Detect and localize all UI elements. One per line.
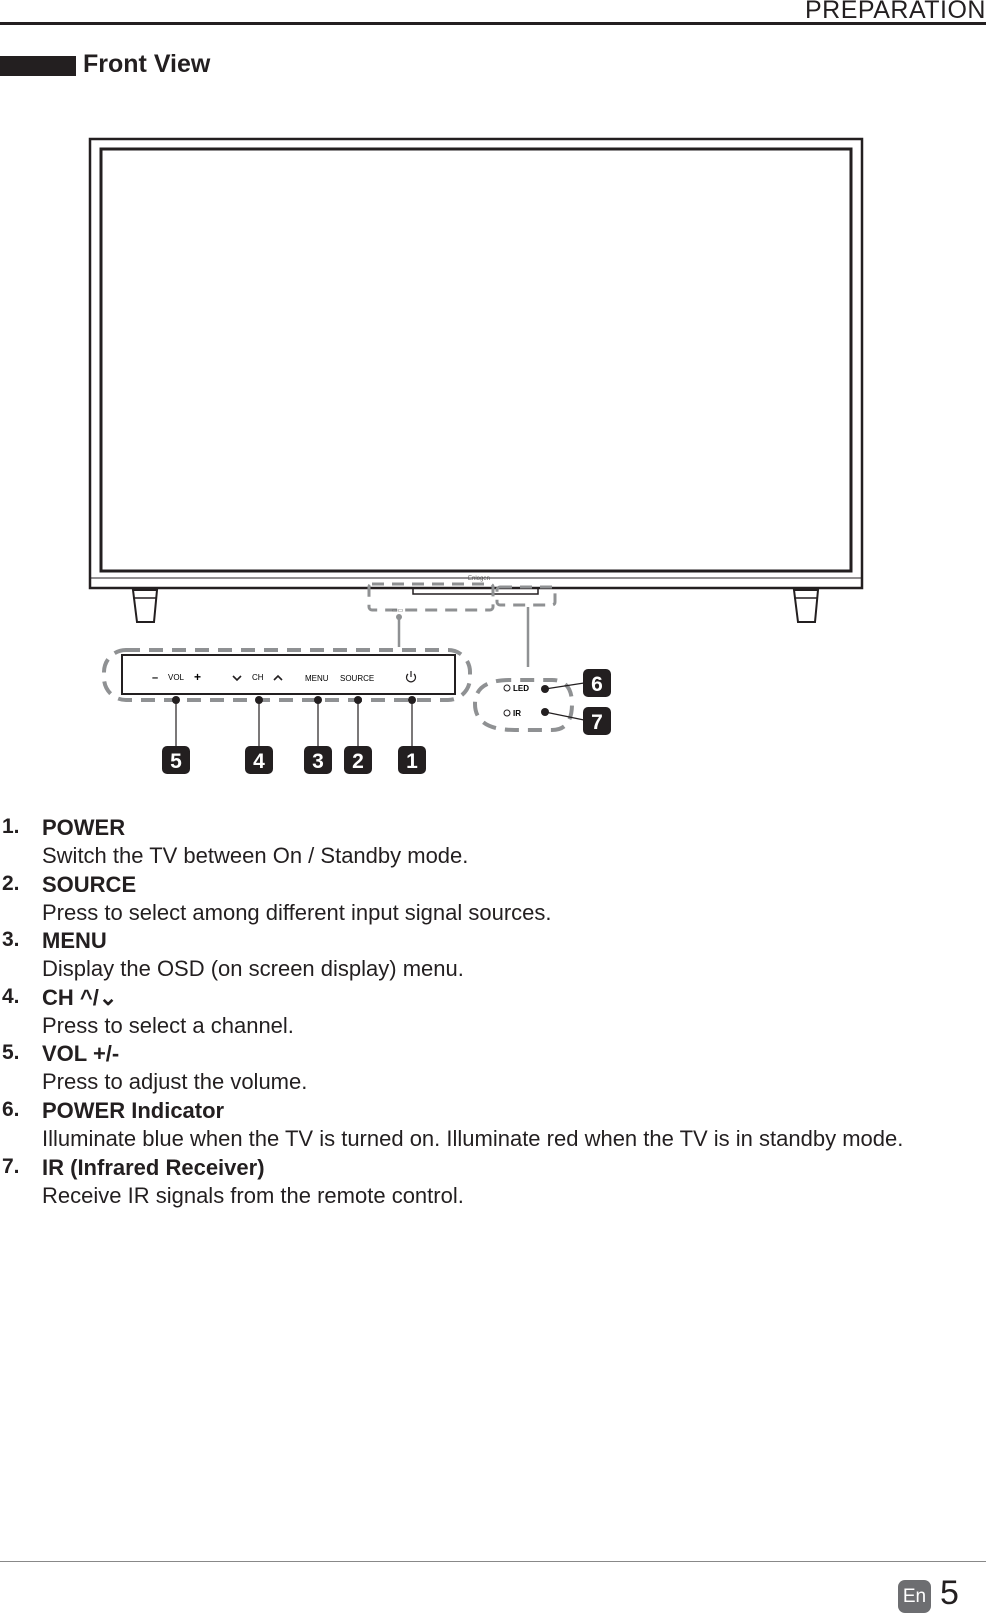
panel-label-plus: + — [194, 670, 201, 684]
svg-text:2: 2 — [352, 750, 364, 773]
callout-badge-6: 6 — [583, 669, 611, 697]
list-item: 3. MENU Display the OSD (on screen displ… — [0, 928, 986, 985]
panel-label-minus: – — [152, 672, 158, 684]
item-name: IR (Infrared Receiver) — [42, 1154, 265, 1180]
item-description: Switch the TV between On / Standby mode. — [42, 843, 469, 868]
callout-badge-3: 3 — [304, 746, 332, 774]
callout-badge-5: 5 — [162, 746, 190, 774]
list-item: 6. POWER Indicator Illuminate blue when … — [0, 1098, 986, 1155]
callout-badge-2: 2 — [344, 746, 372, 774]
callout-badge-7: 7 — [583, 707, 611, 735]
panel-label-led: LED — [513, 684, 529, 693]
feature-list: 1. POWER Switch the TV between On / Stan… — [0, 815, 986, 1211]
item-name: MENU — [42, 928, 107, 954]
tv-foot-right — [792, 589, 820, 623]
tv-foot-left — [131, 589, 159, 623]
item-number: 2. — [2, 871, 20, 895]
tv-front-view-diagram: Enlogen ▭▭ – VOL + CH MENU SOURCE LED IR — [88, 137, 864, 774]
tiny-button-mark: ▭▭ — [392, 608, 404, 614]
item-name: POWER Indicator — [42, 1097, 225, 1123]
item-name: SOURCE — [42, 871, 137, 897]
list-item: 1. POWER Switch the TV between On / Stan… — [0, 815, 986, 872]
leader-dot-control — [396, 614, 402, 620]
header-section-label: PREPARATION — [805, 0, 986, 24]
page-number: 5 — [940, 1574, 959, 1612]
panel-label-vol: VOL — [168, 673, 185, 682]
callout-badge-1: 1 — [398, 746, 426, 774]
zoom-sensor-panel-dash — [472, 678, 575, 732]
item-description: Display the OSD (on screen display) menu… — [42, 956, 464, 982]
item-number: 3. — [2, 928, 20, 952]
language-badge: En — [898, 1580, 931, 1613]
item-description: Press to select among different input si… — [42, 899, 552, 925]
callout-badge-4: 4 — [245, 746, 273, 774]
tv-bottom-bar — [412, 588, 539, 595]
callout-dots — [172, 685, 549, 716]
footer-rule — [0, 1561, 986, 1562]
tv-screen — [99, 147, 853, 573]
svg-text:6: 6 — [591, 673, 603, 696]
list-item: 5. VOL +/- Press to adjust the volume. — [0, 1041, 986, 1098]
power-icon — [405, 671, 417, 683]
header-rule — [0, 22, 986, 25]
item-number: 6. — [2, 1097, 20, 1121]
zoom-control-panel — [121, 654, 456, 695]
item-number: 4. — [2, 984, 20, 1008]
list-item: 7. IR (Infrared Receiver) Receive IR sig… — [0, 1155, 986, 1212]
ir-receiver-icon — [503, 709, 511, 717]
item-description: Press to adjust the volume. — [42, 1069, 308, 1095]
panel-label-menu: MENU — [305, 674, 329, 683]
item-name: POWER — [42, 815, 126, 840]
list-item: 2. SOURCE Press to select among differen… — [0, 872, 986, 929]
callout-lines — [175, 682, 585, 748]
list-item: 4. CH ^/⌄ Press to select a channel. — [0, 985, 986, 1042]
svg-text:1: 1 — [406, 750, 418, 773]
section-marker-bar — [0, 56, 76, 76]
item-description: Receive IR signals from the remote contr… — [42, 1182, 464, 1208]
svg-text:7: 7 — [591, 711, 603, 734]
panel-label-ir: IR — [513, 709, 521, 718]
item-number: 1. — [2, 815, 20, 838]
panel-label-ch: CH — [252, 673, 264, 682]
svg-text:5: 5 — [170, 750, 182, 773]
item-number: 7. — [2, 1154, 20, 1178]
panel-label-source: SOURCE — [340, 674, 374, 683]
zoom-control-panel-dash — [102, 648, 472, 702]
tv-outer-frame — [88, 137, 864, 590]
item-name: VOL +/- — [42, 1041, 120, 1067]
item-number: 5. — [2, 1041, 20, 1065]
chevron-up-icon — [273, 674, 283, 681]
svg-text:4: 4 — [253, 750, 265, 773]
brand-logo-mark: Enlogen — [468, 576, 490, 582]
svg-text:3: 3 — [312, 750, 324, 773]
item-description: Press to select a channel. — [42, 1012, 294, 1038]
page-title: Front View — [83, 50, 211, 78]
item-name: CH ^/⌄ — [42, 984, 118, 1010]
item-description: Illuminate blue when the TV is turned on… — [42, 1125, 904, 1151]
chevron-down-icon — [232, 675, 242, 682]
highlight-sensor-area — [495, 585, 557, 607]
highlight-control-area — [367, 582, 495, 612]
led-indicator-icon — [503, 684, 511, 692]
